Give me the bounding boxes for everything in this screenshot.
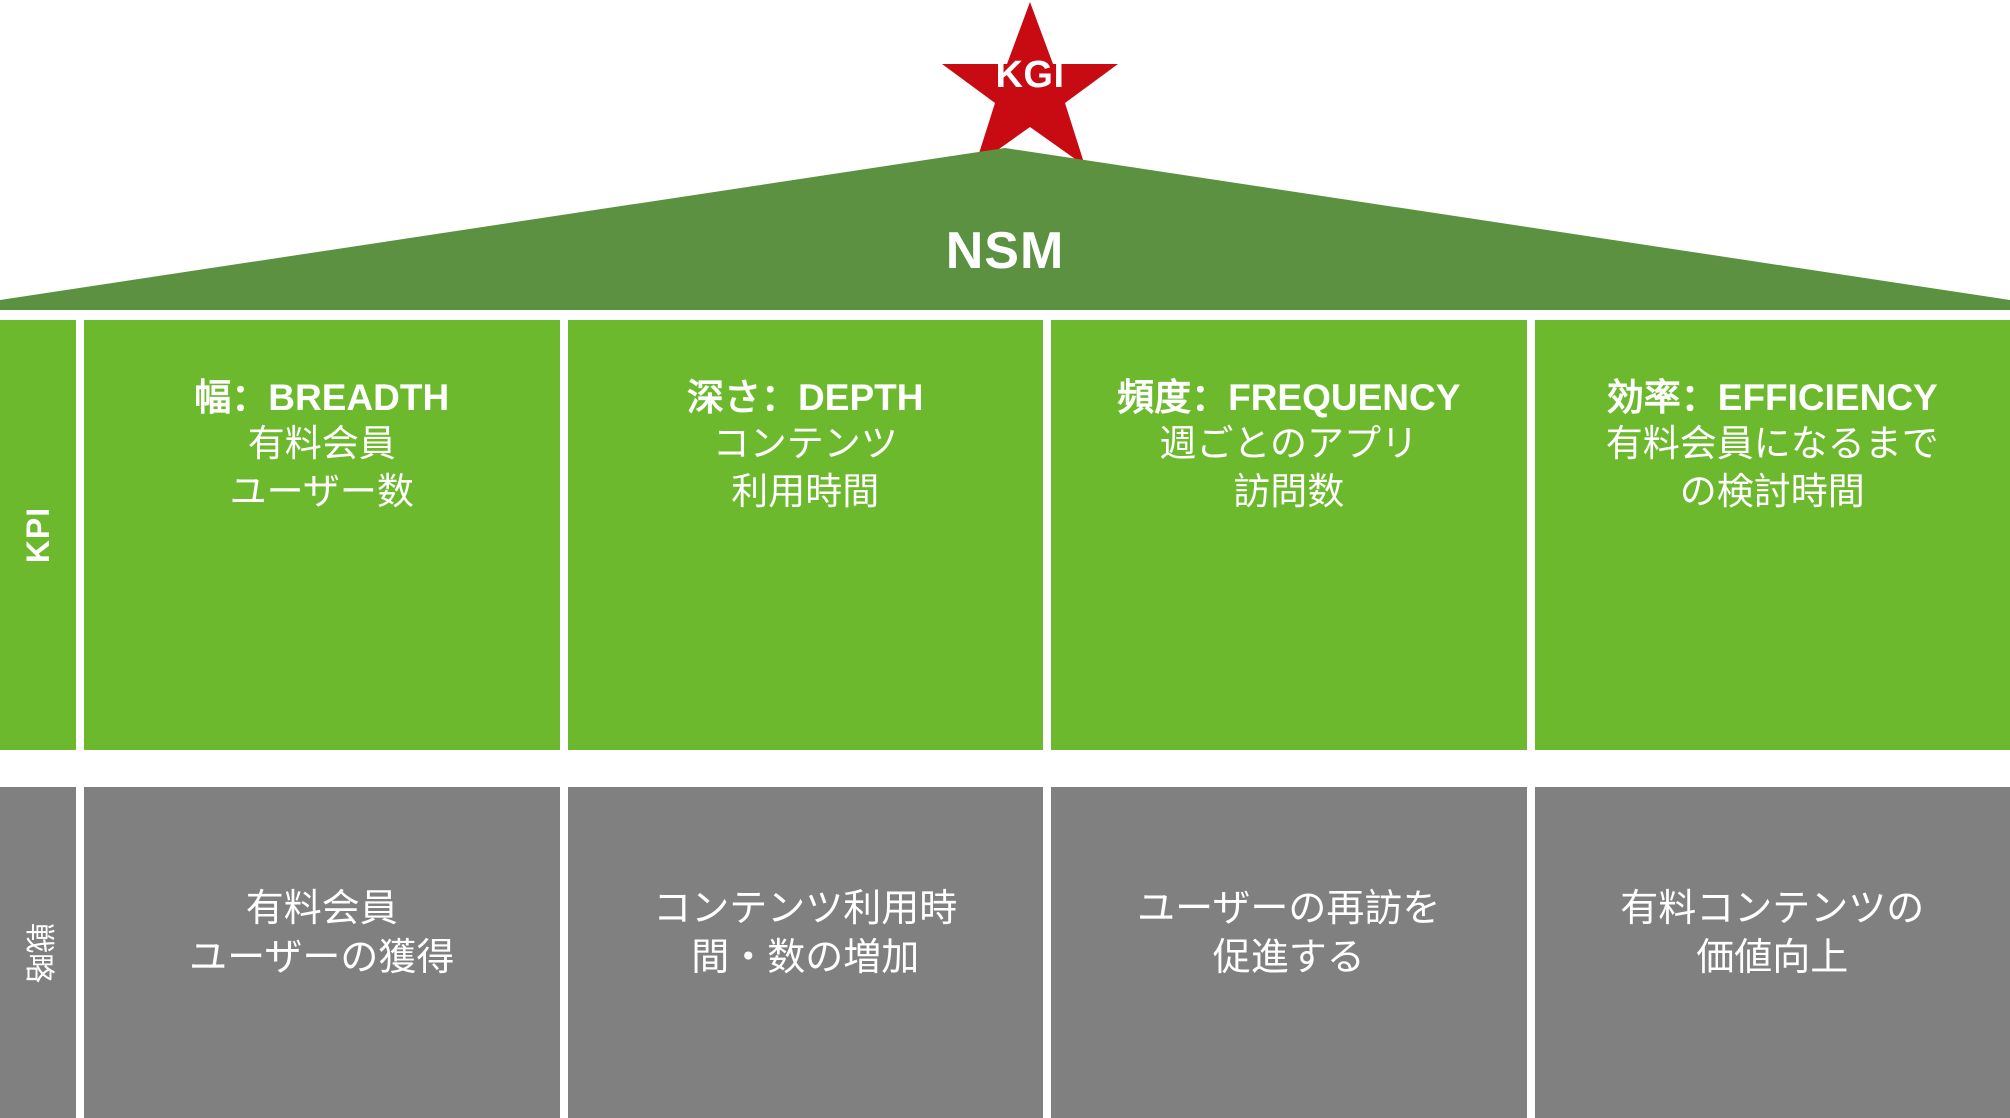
strategy-card-depth[interactable]: コンテンツ利用時 間・数の増加 bbox=[567, 787, 1043, 1118]
kpi-card-title: 深さ：DEPTH bbox=[687, 377, 924, 418]
strategy-card-line: 有料コンテンツの bbox=[1620, 888, 1925, 930]
strategy-card-line: ユーザーの獲得 bbox=[189, 937, 455, 980]
nsm-triangle bbox=[0, 148, 2010, 310]
kpi-card-line: 訪問数 bbox=[1233, 470, 1345, 512]
kpi-card-line: コンテンツ bbox=[712, 423, 898, 465]
star-icon bbox=[942, 2, 1118, 166]
kpi-card-line: 有料会員になるまで bbox=[1605, 423, 1939, 465]
kpi-card-frequency[interactable]: 頻度：FREQUENCY 週ごとのアプリ 訪問数 bbox=[1051, 320, 1527, 750]
kpi-card-line: 利用時間 bbox=[731, 470, 880, 512]
kpi-card-breadth[interactable]: 幅：BREADTH 有料会員 ユーザー数 bbox=[84, 320, 560, 750]
strategy-card-line: 間・数の増加 bbox=[691, 937, 920, 980]
strategy-side-label-text: 戦略 bbox=[22, 922, 55, 983]
strategy-cards: 有料会員 ユーザーの獲得 コンテンツ利用時 間・数の増加 ユーザーの再訪を 促進… bbox=[84, 787, 2010, 1118]
kpi-card-efficiency[interactable]: 効率：EFFICIENCY 有料会員になるまで の検討時間 bbox=[1534, 320, 2010, 750]
kgi-label: KGI bbox=[995, 54, 1065, 96]
strategy-card-frequency[interactable]: ユーザーの再訪を 促進する bbox=[1051, 787, 1527, 1118]
kpi-card-title: 効率：EFFICIENCY bbox=[1606, 377, 1938, 418]
kpi-cards: 幅：BREADTH 有料会員 ユーザー数 深さ：DEPTH コンテンツ 利用時間… bbox=[84, 320, 2010, 750]
kpi-card-line: ユーザー数 bbox=[229, 470, 414, 512]
kpi-side-label-text: KPI bbox=[20, 506, 56, 564]
strategy-card-line: コンテンツ利用時 bbox=[653, 888, 958, 930]
kpi-side-label: KPI bbox=[0, 320, 76, 750]
kpi-card-line: 有料会員 bbox=[247, 423, 396, 465]
kpi-row: KPI 幅：BREADTH 有料会員 ユーザー数 深さ：DEPTH コンテンツ … bbox=[0, 320, 2010, 750]
kpi-card-title: 幅：BREADTH bbox=[194, 377, 450, 418]
kpi-card-depth[interactable]: 深さ：DEPTH コンテンツ 利用時間 bbox=[567, 320, 1043, 750]
kpi-card-title: 頻度：FREQUENCY bbox=[1117, 377, 1461, 418]
triangle-shape bbox=[0, 148, 2010, 310]
kgi-star: KGI bbox=[940, 0, 1120, 172]
kpi-card-line: の検討時間 bbox=[1679, 470, 1865, 512]
strategy-side-label: 戦略 bbox=[0, 787, 76, 1118]
strategy-row: 戦略 有料会員 ユーザーの獲得 コンテンツ利用時 間・数の増加 ユーザーの再訪を… bbox=[0, 787, 2010, 1118]
strategy-card-line: 有料会員 bbox=[245, 888, 398, 930]
strategy-card-line: 価値向上 bbox=[1696, 937, 1849, 980]
strategy-card-line: ユーザーの再訪を bbox=[1137, 888, 1441, 930]
strategy-card-breadth[interactable]: 有料会員 ユーザーの獲得 bbox=[84, 787, 560, 1118]
kpi-card-line: 週ごとのアプリ bbox=[1159, 423, 1419, 465]
strategy-card-efficiency[interactable]: 有料コンテンツの 価値向上 bbox=[1534, 787, 2010, 1118]
strategy-card-line: 促進する bbox=[1212, 937, 1365, 980]
nsm-label: NSM bbox=[945, 222, 1065, 280]
